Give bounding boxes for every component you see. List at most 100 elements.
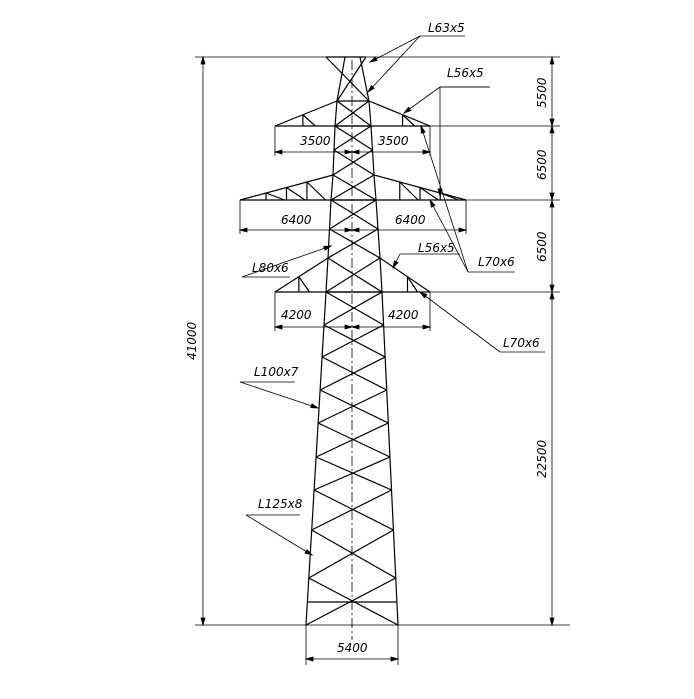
cross-brace — [313, 489, 394, 531]
arrow-head — [549, 124, 555, 134]
tower-leg-right — [381, 291, 399, 626]
label-lower-arm-chord-profile: L70x6 — [503, 336, 540, 350]
dim-base-width: 5400 — [337, 641, 368, 655]
arrow-head — [273, 149, 283, 155]
cross-brace — [336, 100, 372, 127]
dim-seg3: 6500 — [535, 231, 549, 262]
label-lower-arm-profile: L56x5 — [418, 241, 455, 255]
cross-brace — [332, 174, 377, 201]
tower-leg-left — [305, 291, 327, 626]
tower-leg-left — [325, 257, 329, 293]
leader-line — [419, 291, 501, 353]
cross-brace — [317, 389, 387, 424]
lower-arm-diagonal — [298, 276, 310, 293]
arrow-head — [418, 291, 428, 299]
label-body-mid-profile: L100x7 — [254, 365, 299, 379]
leader-line — [245, 514, 313, 556]
arrow-head — [304, 549, 314, 556]
dim-seg4: 22500 — [535, 439, 549, 478]
dim-mid-right: 6400 — [395, 213, 426, 227]
dim-total-height: 41000 — [185, 321, 199, 360]
cross-brace — [333, 125, 372, 151]
label-top-profile: L63x5 — [428, 21, 465, 35]
cross-brace — [329, 199, 377, 230]
label-mid-arm-profile: L70x6 — [478, 255, 515, 269]
cross-brace — [321, 356, 387, 391]
cross-brace — [325, 257, 381, 293]
dim-upper-left: 3500 — [300, 134, 331, 148]
cross-brace — [315, 456, 392, 491]
lower-arm-top-chord — [379, 257, 431, 293]
leader-line — [420, 125, 469, 273]
arrow-head — [310, 403, 320, 409]
leader-line — [369, 35, 421, 63]
arrow-head — [367, 84, 375, 94]
arrow-head — [200, 617, 206, 627]
cross-brace — [319, 389, 389, 424]
leader-line — [367, 35, 421, 93]
cross-brace — [334, 100, 370, 127]
cross-brace — [329, 228, 381, 259]
arrow-head — [344, 324, 354, 330]
arrow-head — [549, 284, 555, 294]
dim-seg2: 6500 — [535, 149, 549, 180]
arrow-head — [429, 198, 436, 208]
lower-arm-diagonal — [406, 276, 419, 293]
arrow-head — [304, 656, 314, 662]
arrow-head — [458, 227, 468, 233]
label-body-upper-profile: L80x6 — [252, 261, 289, 275]
arrow-head — [368, 56, 378, 63]
mid-arm-diagonal — [286, 187, 306, 201]
mid-arm-diagonal — [419, 187, 439, 201]
leader-line — [241, 245, 332, 278]
arrow-head — [273, 324, 283, 330]
dim-upper-right: 3500 — [378, 134, 409, 148]
arrow-head — [200, 55, 206, 65]
leader-line — [429, 199, 469, 273]
tower-leg-right — [368, 100, 372, 127]
dim-seg1: 5500 — [535, 77, 549, 108]
cross-brace — [313, 456, 391, 491]
mid-arm-diagonal — [399, 181, 419, 201]
cross-brace — [325, 291, 384, 326]
arrow-head — [549, 617, 555, 627]
cross-brace — [311, 529, 397, 579]
cross-brace — [333, 149, 375, 176]
arrow-head — [350, 227, 360, 233]
arrow-head — [344, 149, 354, 155]
arrow-head — [344, 227, 354, 233]
cross-brace — [327, 257, 383, 293]
cross-brace — [323, 324, 386, 358]
top-brace — [325, 56, 370, 102]
cross-brace — [308, 529, 394, 579]
arrow-head — [238, 227, 248, 233]
upper-arm-top-chord — [368, 100, 431, 127]
leader-line — [239, 381, 319, 409]
cross-brace — [330, 199, 379, 230]
label-body-base-profile: L125x8 — [258, 497, 303, 511]
arrow-head — [549, 192, 555, 202]
dim-mid-left: 6400 — [281, 213, 312, 227]
arrow-head — [437, 188, 443, 198]
arrow-head — [422, 149, 432, 155]
tower-leg-left — [334, 100, 338, 127]
arrow-head — [402, 106, 412, 114]
arrow-head — [422, 324, 432, 330]
cross-brace — [317, 422, 391, 458]
tower-leg-left — [330, 174, 334, 201]
tower-leg-right — [379, 257, 383, 293]
tower-leg-left — [336, 56, 346, 102]
cross-brace — [327, 228, 379, 259]
cross-brace — [334, 125, 373, 151]
arrow-head — [392, 260, 399, 270]
arrow-head — [549, 290, 555, 300]
upper-arm-top-chord — [274, 100, 338, 127]
arrow-head — [350, 149, 360, 155]
top-brace — [336, 56, 367, 102]
dim-lower-right: 4200 — [388, 308, 419, 322]
mid-arm-diagonal — [306, 181, 326, 201]
label-upper-arm-profile: L56x5 — [447, 66, 484, 80]
arrow-head — [420, 124, 426, 134]
